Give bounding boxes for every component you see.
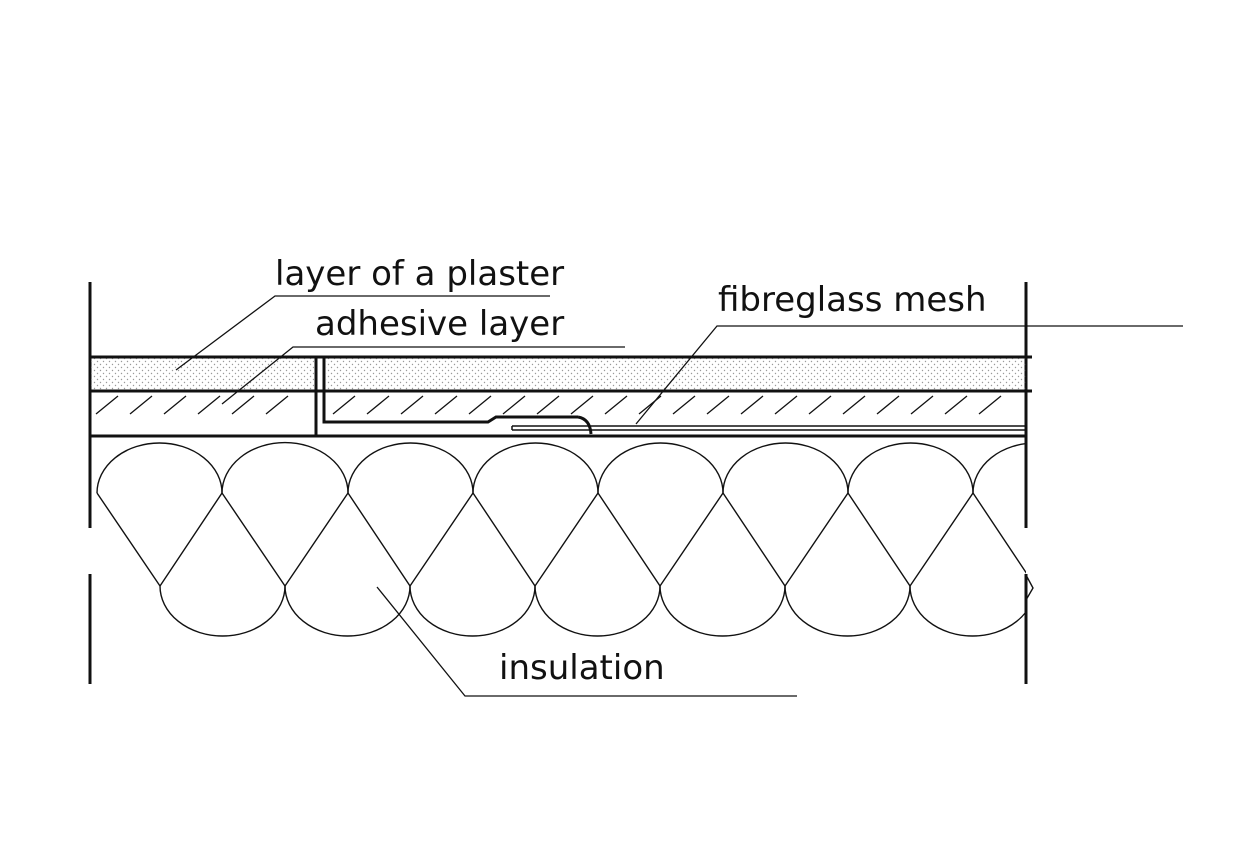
break-lines	[88, 282, 1028, 684]
insulation-edge-tail	[1025, 574, 1034, 601]
insulation-pattern	[96, 441, 1026, 637]
plaster-leader	[175, 295, 550, 371]
expansion-profile	[314, 357, 593, 437]
insulation-label: insulation	[499, 648, 665, 688]
adhesive-label: adhesive layer	[315, 304, 564, 344]
plaster-layer	[90, 355, 1032, 393]
mesh-label: fibreglass mesh	[718, 280, 987, 320]
mesh-leader	[635, 325, 1183, 425]
adhesive-leader	[221, 346, 625, 405]
adhesive-hatching	[95, 395, 1002, 415]
insulation-leader	[376, 586, 797, 697]
plaster-label: layer of a plaster	[275, 254, 564, 294]
fibreglass-mesh	[511, 425, 1026, 431]
leader-lines	[175, 295, 1183, 697]
